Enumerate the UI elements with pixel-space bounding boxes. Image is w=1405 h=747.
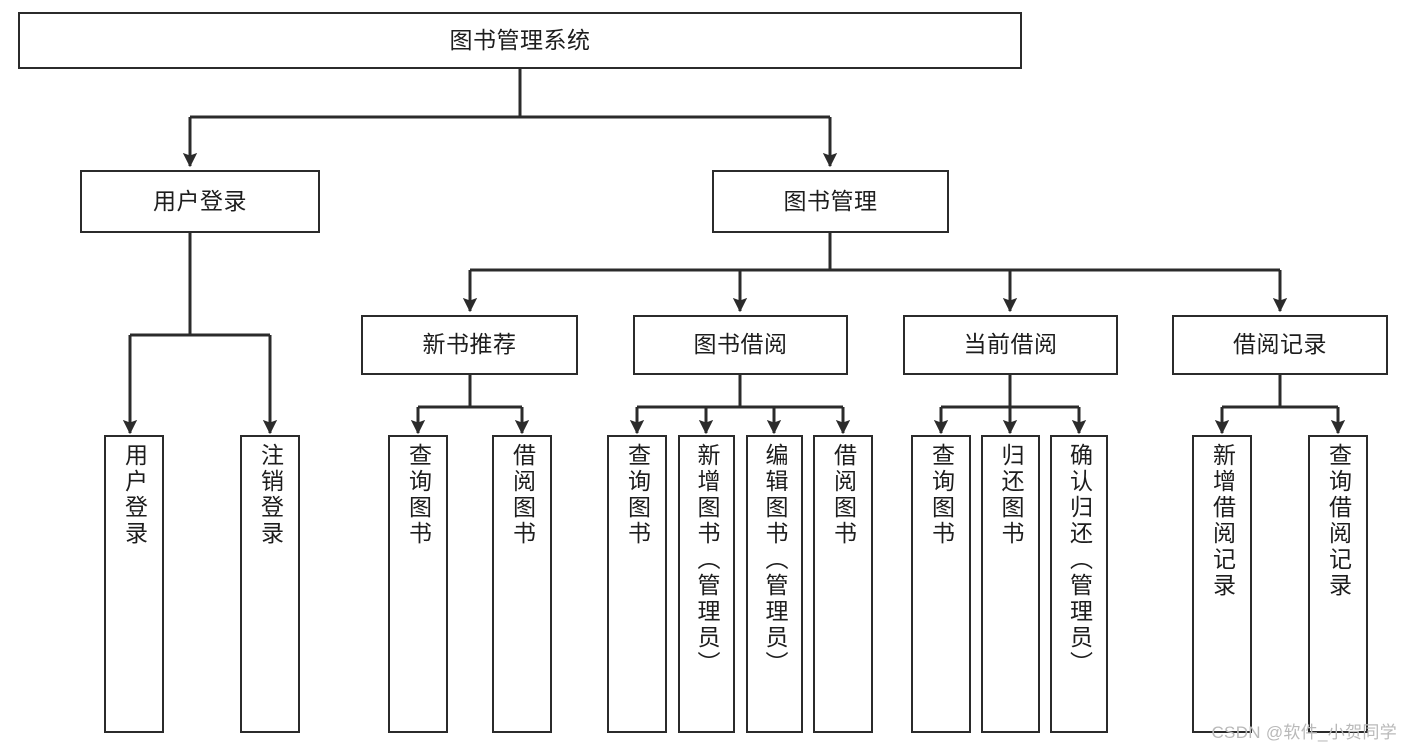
node-leaf-confirm-return-admin[interactable]: 确认归还（管理员） [1050,435,1108,733]
node-user-login[interactable]: 用户登录 [80,170,320,233]
node-leaf-query-book-borrow[interactable]: 查询图书 [607,435,667,733]
node-label: 图书管理 [783,187,878,214]
node-label: 用户登录 [153,187,247,214]
node-leaf-query-book-recommend[interactable]: 查询图书 [388,435,448,733]
node-label: 当前借阅 [963,331,1058,358]
node-label: 查询借阅记录 [1325,443,1352,599]
node-label: 用户登录 [121,443,148,547]
node-label: 查询图书 [928,443,955,547]
node-label: 归还图书 [998,443,1024,547]
node-label: 注销登录 [257,443,284,547]
node-borrow-record[interactable]: 借阅记录 [1172,315,1388,375]
node-leaf-edit-book-admin[interactable]: 编辑图书（管理员） [746,435,803,733]
node-leaf-borrow-book-recommend[interactable]: 借阅图书 [492,435,552,733]
node-label: 借阅图书 [509,443,536,547]
node-label: 查询图书 [405,443,432,547]
node-root-system[interactable]: 图书管理系统 [18,12,1022,69]
node-label: 新增图书（管理员） [694,443,720,677]
node-leaf-add-book-admin[interactable]: 新增图书（管理员） [678,435,735,733]
node-current-borrow[interactable]: 当前借阅 [903,315,1118,375]
node-label: 新增借阅记录 [1209,443,1236,599]
node-leaf-add-borrow-record[interactable]: 新增借阅记录 [1192,435,1252,733]
node-book-borrow[interactable]: 图书借阅 [633,315,848,375]
node-label: 借阅图书 [830,443,857,547]
node-book-management[interactable]: 图书管理 [712,170,949,233]
node-label: 查询图书 [624,443,651,547]
node-label: 确认归还（管理员） [1066,443,1093,677]
node-label: 图书借阅 [693,331,788,358]
node-leaf-user-login[interactable]: 用户登录 [104,435,164,733]
node-leaf-query-book-current[interactable]: 查询图书 [911,435,971,733]
node-leaf-query-borrow-record[interactable]: 查询借阅记录 [1308,435,1368,733]
node-label: 编辑图书（管理员） [762,443,788,677]
node-leaf-return-book[interactable]: 归还图书 [981,435,1040,733]
node-label: 新书推荐 [422,331,517,358]
node-new-book-recommend[interactable]: 新书推荐 [361,315,578,375]
node-label: 图书管理系统 [449,26,591,53]
node-label: 借阅记录 [1233,331,1327,358]
node-leaf-borrow-book[interactable]: 借阅图书 [813,435,873,733]
node-leaf-logout[interactable]: 注销登录 [240,435,300,733]
